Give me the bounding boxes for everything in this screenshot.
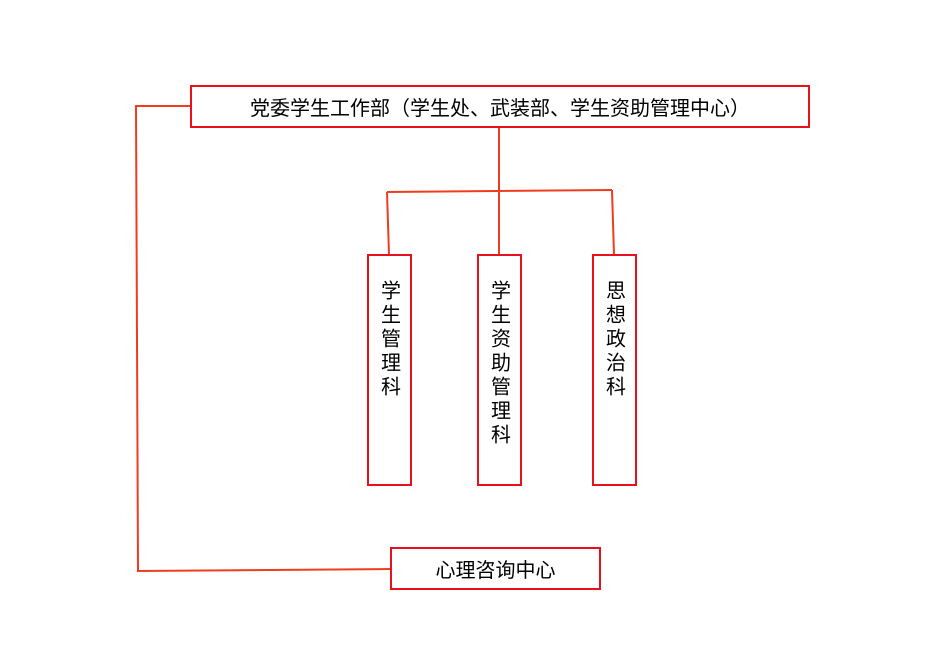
dept-label: 学生管理科 [377,280,402,400]
connector-branch-right [611,189,615,256]
dept-label: 学生资助管理科 [487,280,512,448]
counseling-center-label: 心理咨询中心 [435,558,556,582]
dept-label: 思想政治科 [602,280,627,400]
dept-box-ideological: 思想政治科 [592,254,637,486]
connector-top-to-bottom [134,105,392,573]
dept-box-student-management: 学生管理科 [367,254,412,486]
top-department-label: 党委学生工作部（学生处、武装部、学生资助管理中心） [250,96,750,120]
counseling-center-box: 心理咨询中心 [390,547,601,590]
connector-branch-bar [386,189,613,193]
top-department-box: 党委学生工作部（学生处、武装部、学生资助管理中心） [190,85,810,128]
connector-branch-left [386,191,390,256]
dept-box-student-aid: 学生资助管理科 [477,254,522,486]
